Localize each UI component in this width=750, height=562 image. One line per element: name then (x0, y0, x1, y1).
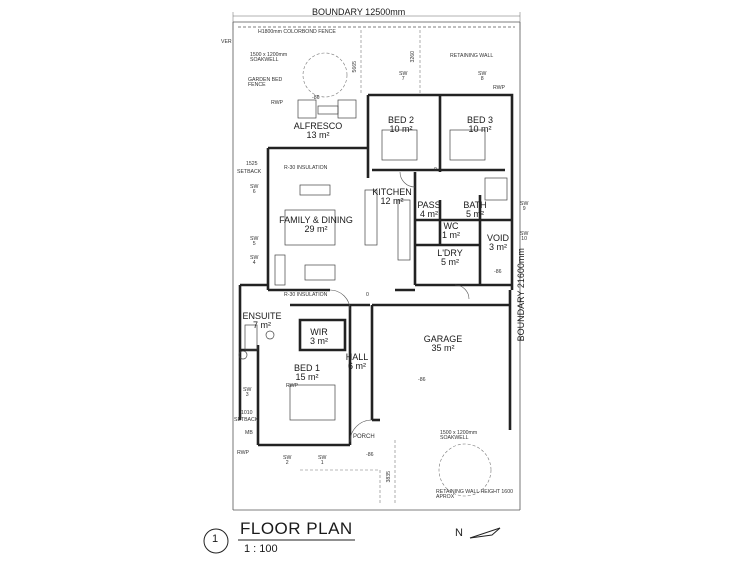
setback-1010-label: SETBACK (234, 417, 259, 423)
svg-text:N: N (455, 527, 463, 539)
retaining-bottom-note: RETAINING WALL HEIGHT 1600 APROX (436, 489, 513, 501)
mb-label: MB (245, 430, 253, 436)
insulation-bottom-note: R-30 INSULATION (284, 292, 328, 298)
porch-label: PORCH (353, 434, 375, 440)
rwp-bottom: RWP (237, 450, 250, 456)
house-walls (238, 93, 514, 447)
level-ldry: -86 (494, 269, 502, 275)
insulation-top-note: R-30 INSULATION (284, 165, 328, 171)
site-boundary (232, 21, 521, 511)
dimension-ticks (232, 12, 521, 30)
setback-1525-label: SETBACK (237, 169, 262, 175)
outdoor-features (300, 30, 492, 505)
setback-1525-value: 1525 (246, 161, 258, 167)
north-arrow: N (455, 527, 501, 539)
level-kitchen: 0 (434, 167, 437, 173)
rwp-right: RWP (493, 85, 506, 91)
dim-3260: 3260 (410, 50, 417, 63)
rwp-top: RWP (271, 100, 284, 106)
drawing-scale: 1 : 100 (244, 543, 278, 555)
dim-3835: 3835 (386, 470, 393, 483)
boundary-right-label: BOUNDARY 21600mm (515, 248, 526, 342)
ver-label: VER (221, 39, 232, 45)
fixtures (238, 99, 508, 421)
view-number: 1 (212, 533, 219, 545)
level-porch: -86 (366, 452, 374, 458)
drawing-title: FLOOR PLAN (240, 519, 353, 538)
level-alfresco: -86 (312, 95, 320, 101)
door-swings (329, 171, 470, 443)
garden-bed-note: GARDEN BED FENCE (248, 77, 283, 89)
level-garage: -86 (418, 377, 426, 383)
setback-1010-value: 1010 (241, 410, 253, 416)
view-marker (203, 528, 229, 554)
rwp-bed1: RWP (286, 383, 299, 389)
level-family: 0 (366, 292, 369, 298)
fence-note: H1800mm COLORBOND FENCE (258, 29, 336, 35)
soakwell-top-note: 1500 x 1200mm SOAKWELL (250, 52, 288, 64)
retaining-top-note: RETAINING WALL (450, 53, 494, 59)
dim-5665: 5665 (352, 60, 359, 73)
boundary-top-label: BOUNDARY 12500mm (312, 7, 406, 17)
soakwell-bottom-note: 1500 x 1200mm SOAKWELL (440, 430, 478, 442)
